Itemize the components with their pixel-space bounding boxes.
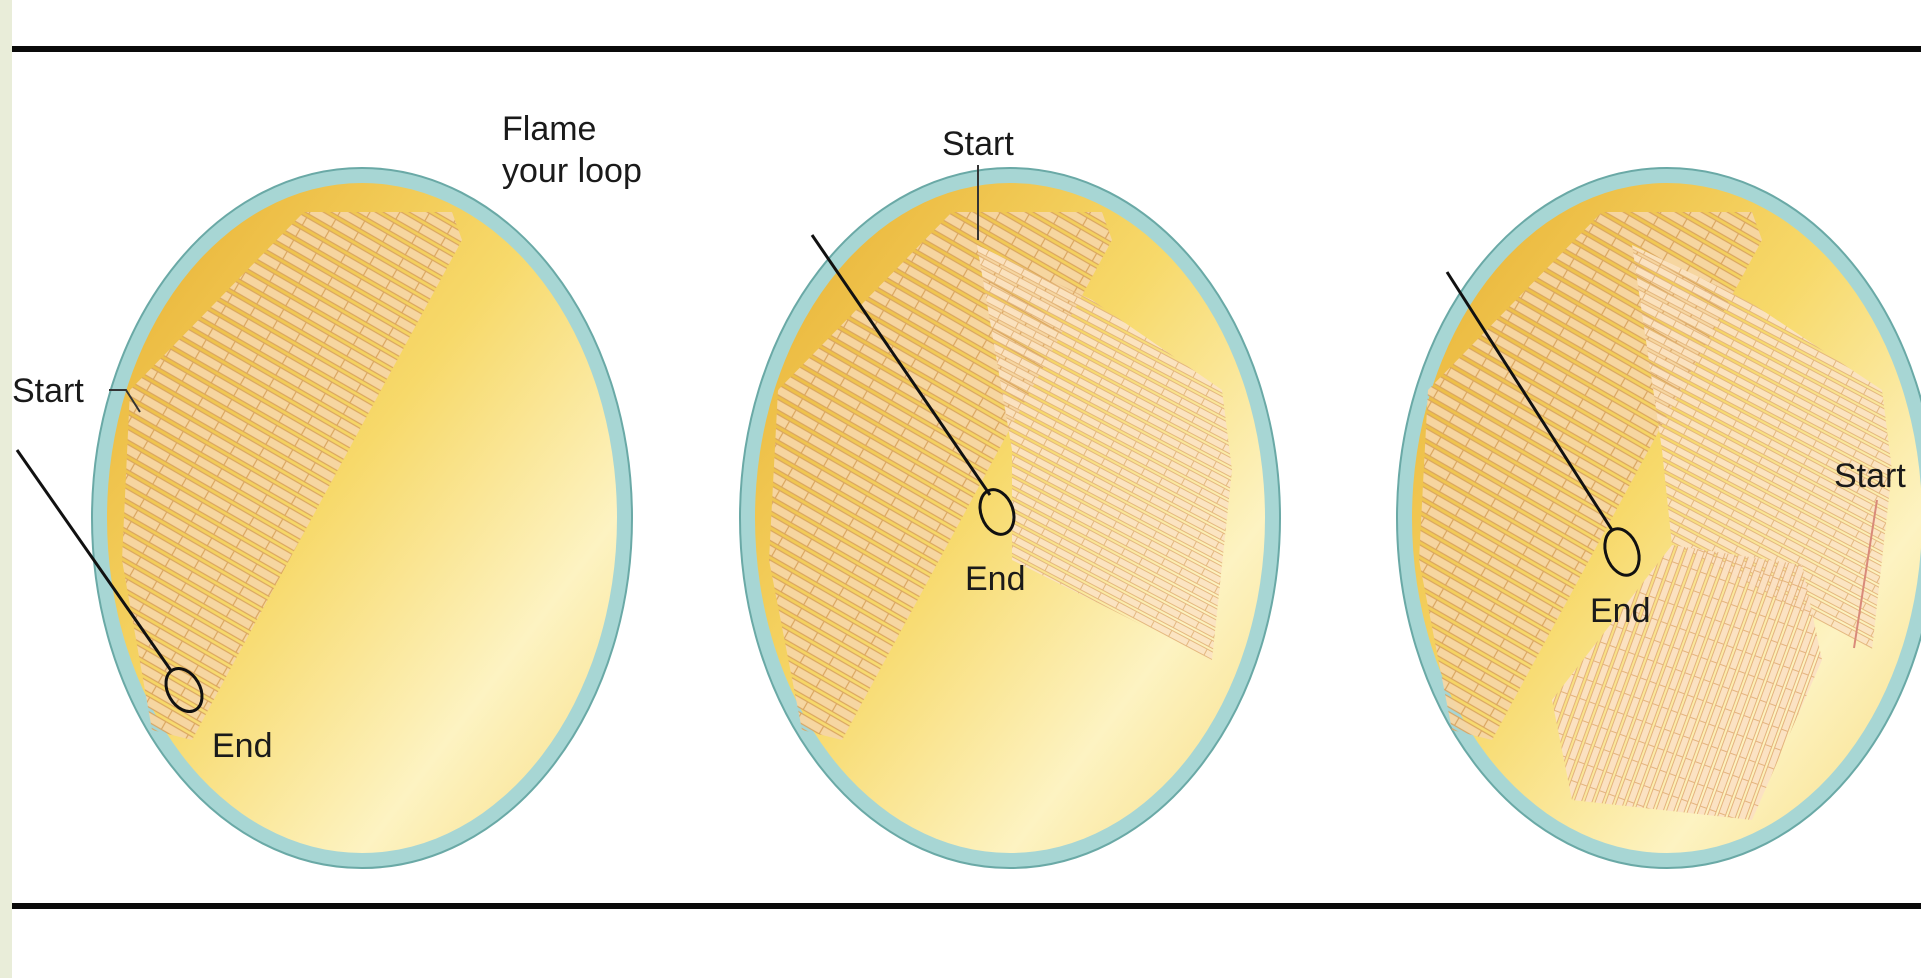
streak-plate-diagram: Flame your loop Start End Start End: [12, 0, 1921, 978]
plate-1-flame-label-line2: your loop: [502, 152, 642, 190]
plate-3-end-label: End: [1590, 592, 1651, 630]
plate-3: Start End: [1397, 168, 1921, 868]
plate-1-flame-label-line1: Flame: [502, 110, 596, 148]
plate-2-end-label: End: [965, 560, 1026, 598]
plate-1-end-label: End: [212, 727, 273, 765]
plate-1: Flame your loop Start End: [12, 110, 642, 868]
slide: Flame your loop Start End Start End: [12, 0, 1921, 978]
plate-2-start-label: Start: [942, 125, 1014, 163]
plate-3-start-label: Start: [1834, 457, 1906, 495]
plate-1-start-label: Start: [12, 372, 84, 410]
plate-2: Start End: [740, 125, 1280, 868]
